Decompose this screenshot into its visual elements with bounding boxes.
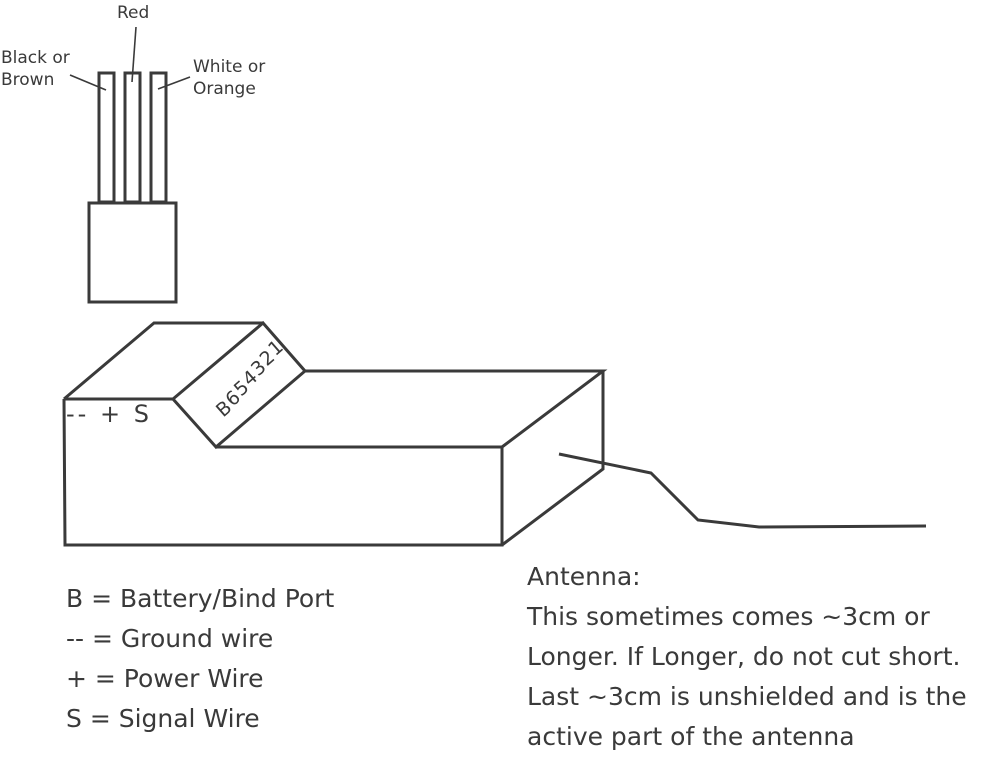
leader-line-ground — [69, 74, 107, 91]
label-ground-wire-line-1: Black or — [1, 48, 70, 68]
receiver-top-right — [305, 369, 608, 449]
antenna-note-heading: Antenna: — [527, 562, 641, 591]
leader-line-signal — [157, 76, 191, 90]
label-red-wire: Red — [117, 3, 150, 23]
power-pins-label: -- + S — [66, 400, 152, 428]
receiver-box — [62, 320, 608, 547]
legend-item: S = Signal Wire — [66, 704, 260, 733]
receiver-side-face — [501, 371, 605, 547]
label-ground-wire-line-2: Brown — [1, 70, 55, 90]
antenna-note-line: This sometimes comes ~3cm or — [527, 602, 930, 631]
antenna-note-line: Last ~3cm is unshielded and is the — [527, 682, 967, 711]
label-ground-wire: Black or Brown — [1, 47, 70, 91]
antenna-wire — [558, 452, 927, 529]
leader-line-power — [131, 26, 137, 83]
wire-signal — [149, 71, 168, 204]
legend-item: -- = Ground wire — [66, 624, 274, 653]
receiver-top-left — [63, 321, 263, 401]
wire-ground — [97, 71, 116, 204]
label-signal-wire-line-1: White or — [193, 57, 266, 77]
legend-item: + = Power Wire — [66, 664, 264, 693]
connector-plug — [87, 201, 178, 304]
label-signal-wire: White or Orange — [193, 56, 265, 100]
antenna-note: Antenna: This sometimes comes ~3cm or Lo… — [527, 557, 967, 757]
antenna-note-line: active part of the antenna — [527, 722, 855, 751]
antenna-note-line: Longer. If Longer, do not cut short. — [527, 642, 961, 671]
wire-power — [123, 71, 142, 204]
pin-legend: B = Battery/Bind Port -- = Ground wire +… — [66, 579, 334, 739]
legend-item: B = Battery/Bind Port — [66, 584, 335, 613]
label-signal-wire-line-2: Orange — [193, 79, 256, 99]
